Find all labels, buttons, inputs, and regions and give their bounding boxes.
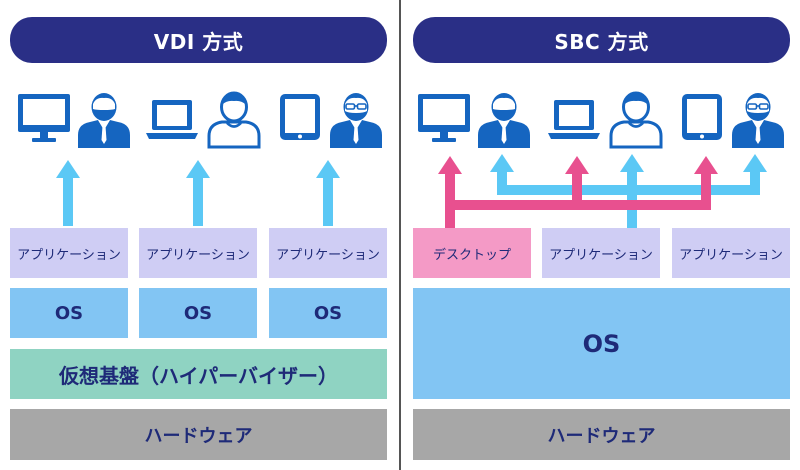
user-glasses-icon xyxy=(731,92,785,149)
vdi-app-box-1: アプリケーション xyxy=(10,228,128,278)
vdi-os-box-3: OS xyxy=(269,288,387,338)
user-casual-icon xyxy=(609,91,663,149)
laptop-icon xyxy=(548,100,600,139)
sbc-os-box: OS xyxy=(413,288,790,399)
vdi-title: VDI 方式 xyxy=(10,17,387,63)
tablet-icon xyxy=(280,94,320,140)
vdi-hardware-box: ハードウェア xyxy=(10,409,387,460)
user-suit-icon xyxy=(478,93,530,148)
laptop-icon xyxy=(146,100,198,139)
sbc-app-box-1: アプリケーション xyxy=(542,228,660,278)
vdi-app-box-2: アプリケーション xyxy=(139,228,257,278)
user-suit-icon xyxy=(78,93,130,148)
user-glasses-icon xyxy=(329,92,383,149)
sbc-hardware-box: ハードウェア xyxy=(413,409,790,460)
sbc-app-box-2: アプリケーション xyxy=(672,228,790,278)
monitor-icon xyxy=(418,94,470,142)
vdi-hypervisor-box: 仮想基盤（ハイパーバイザー） xyxy=(10,349,387,399)
tablet-icon xyxy=(682,94,722,140)
vdi-os-box-1: OS xyxy=(10,288,128,338)
sbc-app-arrows xyxy=(490,154,767,228)
section-divider xyxy=(399,0,401,470)
user-casual-icon xyxy=(207,91,261,149)
vdi-arrows xyxy=(56,160,340,226)
vdi-app-box-3: アプリケーション xyxy=(269,228,387,278)
sbc-title: SBC 方式 xyxy=(413,17,790,63)
monitor-icon xyxy=(18,94,70,142)
sbc-desktop-box: デスクトップ xyxy=(413,228,531,278)
sbc-desktop-arrows xyxy=(438,156,718,228)
vdi-os-box-2: OS xyxy=(139,288,257,338)
